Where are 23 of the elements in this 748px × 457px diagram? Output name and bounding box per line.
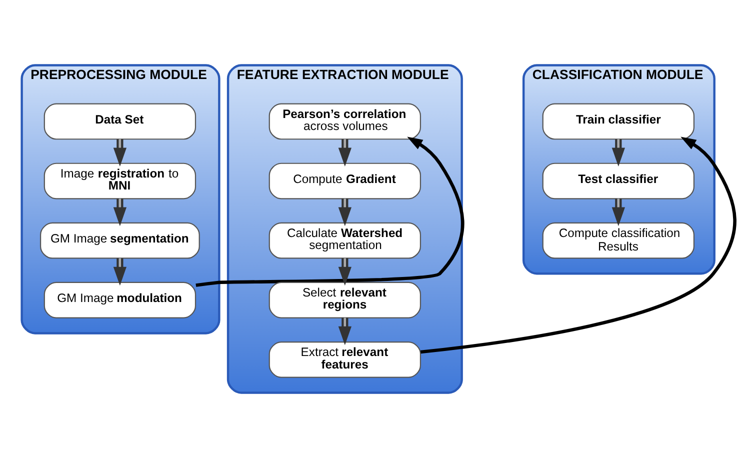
arrow: [338, 317, 352, 345]
arrow: [338, 258, 352, 286]
node-box: Train classifier: [542, 102, 694, 140]
arrow: [612, 198, 625, 226]
arrow: [338, 198, 352, 226]
node-box: GM Image modulation: [44, 281, 196, 318]
arrow: [612, 138, 625, 166]
arrow: [338, 138, 352, 166]
arrow: [196, 136, 464, 286]
node-box: Pearson’s correlation across volumes: [268, 102, 422, 140]
node-box: Data Set: [44, 102, 196, 140]
node-box: Select relevant regions: [268, 281, 422, 318]
node-box: Test classifier: [542, 162, 694, 199]
node-box: Extract relevant features: [268, 340, 422, 378]
node-box: Compute Gradient: [268, 162, 422, 199]
arrow: [420, 136, 736, 354]
node-box: Image registration to MNI: [44, 162, 196, 199]
node-box: GM Image segmentation: [40, 222, 200, 258]
arrow: [113, 258, 127, 286]
arrow: [113, 138, 127, 166]
node-box: Compute classification Results: [542, 222, 694, 258]
arrow: [113, 198, 127, 226]
node-box: Calculate Watershed segmentation: [268, 222, 422, 258]
